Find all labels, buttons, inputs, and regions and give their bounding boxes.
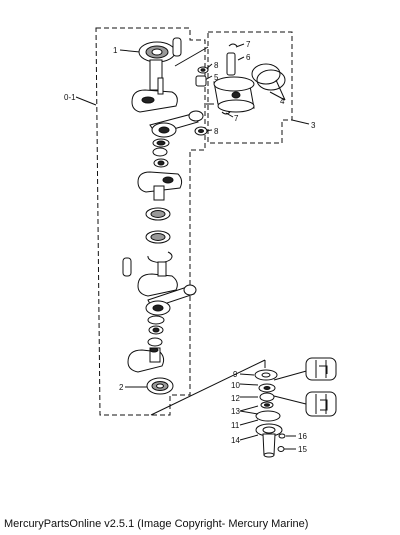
crankshaft-upper-section bbox=[131, 59, 178, 113]
center-main-bearing bbox=[145, 207, 171, 244]
piston-assembly-boundary bbox=[207, 31, 293, 144]
end-cap-housing bbox=[255, 423, 283, 458]
o-ring bbox=[255, 410, 281, 422]
callout-0-1: 0-1 bbox=[64, 93, 76, 102]
image-caption: MercuryPartsOnline v2.5.1 (Image Copyrig… bbox=[4, 518, 309, 530]
rod-bearing-stack-lower bbox=[147, 315, 165, 347]
callout-14: 14 bbox=[231, 436, 240, 445]
crankshaft-middle-web bbox=[137, 171, 183, 201]
callout-7-top: 7 bbox=[246, 40, 251, 49]
connecting-rod-lower bbox=[145, 284, 197, 316]
callout-6: 6 bbox=[246, 53, 251, 62]
rod-bearing-stack-upper bbox=[152, 138, 170, 168]
callout-12: 12 bbox=[231, 394, 240, 403]
top-main-bearing bbox=[138, 41, 176, 63]
callout-15: 15 bbox=[298, 445, 307, 454]
crankshaft-lower-web bbox=[137, 261, 178, 297]
retaining-ring bbox=[147, 251, 173, 263]
callout-8-top: 8 bbox=[214, 61, 219, 70]
callout-4: 4 bbox=[280, 97, 285, 106]
callout-2: 2 bbox=[119, 383, 124, 392]
thrust-washers bbox=[194, 66, 209, 136]
piston-rings bbox=[251, 63, 286, 91]
callout-9: 9 bbox=[233, 370, 238, 379]
callout-labels: 0-1 1 2 3 4 5 6 7 7 8 8 9 10 11 12 13 14… bbox=[64, 40, 316, 454]
seal-detail-inset-lower bbox=[305, 391, 337, 417]
piston-pin-retainers bbox=[221, 43, 238, 115]
callout-7-bottom: 7 bbox=[234, 114, 239, 123]
callout-8-bottom: 8 bbox=[214, 127, 219, 136]
callout-10: 10 bbox=[231, 381, 240, 390]
crankshaft-assembly-boundary bbox=[95, 27, 206, 416]
callout-1: 1 bbox=[113, 46, 118, 55]
dowel-pin-top bbox=[172, 37, 182, 57]
seal-detail-inset-upper bbox=[305, 357, 337, 381]
connecting-rod-upper bbox=[149, 110, 204, 138]
callout-13: 13 bbox=[231, 407, 240, 416]
callout-5: 5 bbox=[214, 73, 219, 82]
bottom-main-bearing bbox=[146, 377, 174, 395]
piston-pin bbox=[226, 52, 236, 76]
piston bbox=[213, 76, 255, 113]
lower-bearing-set bbox=[258, 383, 276, 409]
needle-bearing-small bbox=[195, 75, 207, 87]
dowel-pin-middle bbox=[122, 257, 132, 277]
callout-3: 3 bbox=[311, 121, 316, 130]
seal-washer bbox=[254, 369, 278, 381]
housing-screws bbox=[277, 433, 290, 452]
crankshaft-bottom-web bbox=[127, 347, 165, 373]
callout-16: 16 bbox=[298, 432, 307, 441]
callout-11: 11 bbox=[231, 421, 240, 430]
